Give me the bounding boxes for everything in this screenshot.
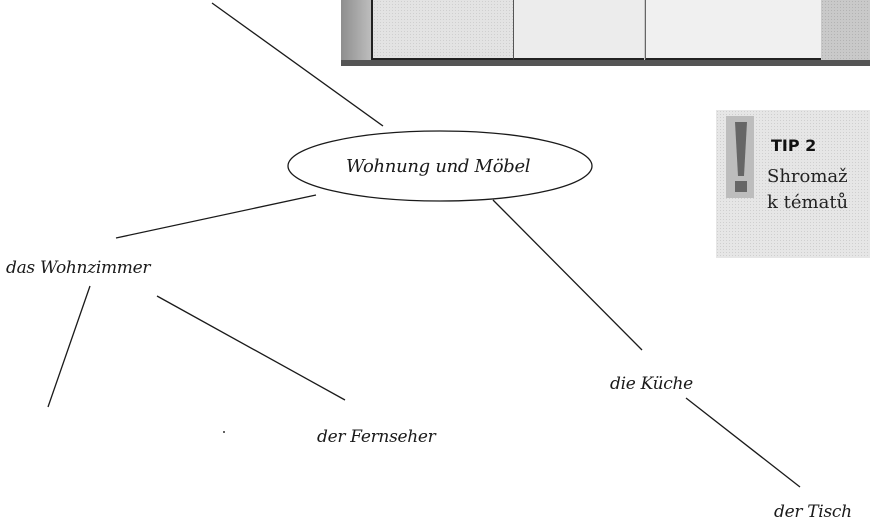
- tip-line: Shromaž: [767, 166, 848, 187]
- tip-line: k tématů: [767, 192, 849, 213]
- node-label-fernseher: der Fernseher: [317, 427, 436, 447]
- exclamation-icon: [726, 116, 754, 198]
- stray-dot: [223, 431, 225, 433]
- photo-bottom-edge: [341, 60, 870, 66]
- line-wohnzimmer-to-fernseher: [156, 295, 346, 401]
- node-label-wohnzimmer: das Wohnzimmer: [6, 258, 151, 278]
- cabinet-door: [645, 0, 821, 60]
- line-kueche-to-tisch: [685, 397, 801, 488]
- line-wohnzimmer-down: [47, 285, 91, 408]
- node-label-tisch: der Tisch: [774, 502, 852, 522]
- photo-shadow: [341, 0, 371, 60]
- cabinet-door: [513, 0, 644, 60]
- center-ellipse: [287, 130, 593, 202]
- node-label-kueche: die Küche: [610, 374, 693, 394]
- tip-box: TIP 2 Shromaž k tématů: [716, 110, 870, 258]
- tip-title: TIP 2: [771, 136, 817, 155]
- kitchen-photo-fragment: [341, 0, 870, 66]
- line-center-to-kueche: [492, 199, 643, 351]
- line-center-to-wohnzimmer: [115, 194, 317, 239]
- line-to-top: [211, 2, 384, 127]
- tip-text: Shromaž k tématů: [767, 164, 870, 216]
- cabinet-door: [371, 0, 513, 60]
- center-topic-label: Wohnung und Möbel: [346, 156, 531, 177]
